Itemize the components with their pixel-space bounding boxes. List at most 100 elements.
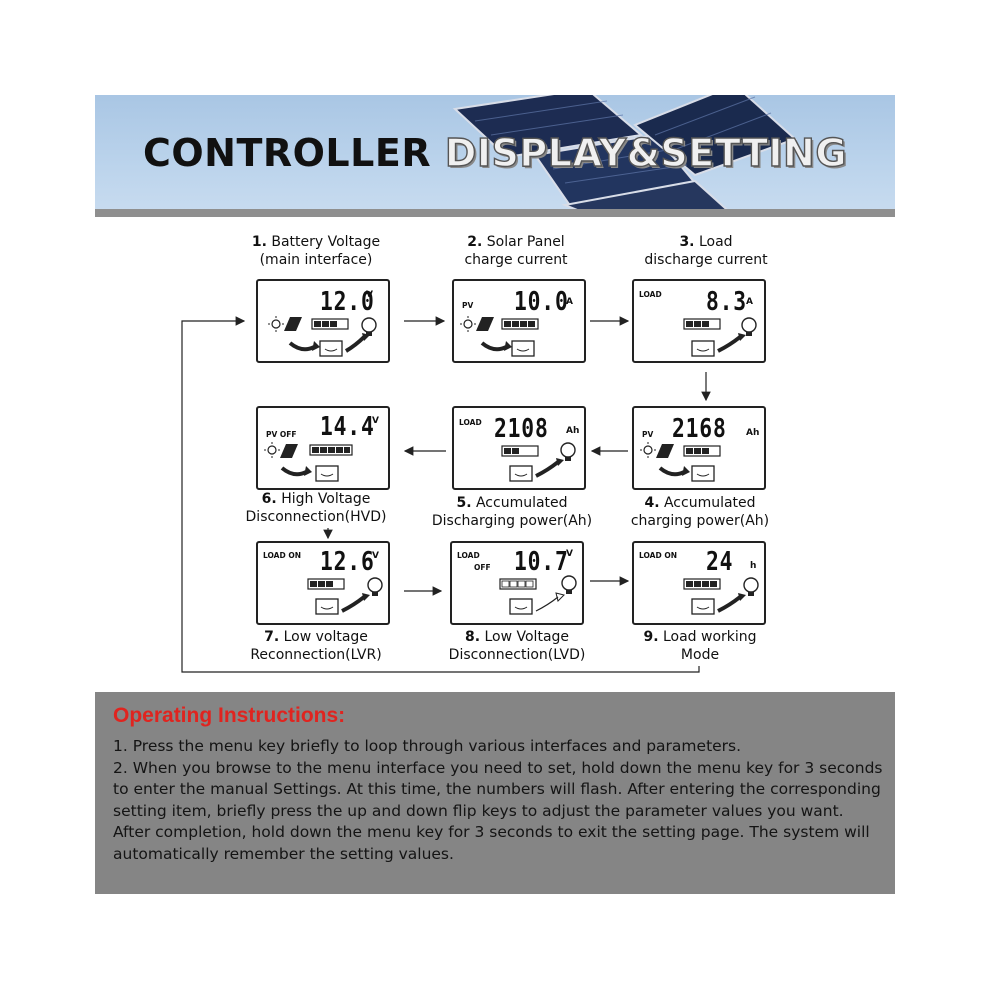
lcd-icons (307, 577, 383, 615)
charge-arrow-icon (658, 466, 690, 477)
screen-2-label: 2. Solar Panel charge current (436, 233, 596, 269)
screen-9-label-line2: Mode (680, 647, 720, 663)
sun-icon (640, 442, 656, 458)
sun-icon (268, 316, 284, 332)
lcd-icons (499, 575, 577, 615)
battery-level-icon (499, 578, 537, 590)
screen-9-tag: LOAD ON (639, 551, 677, 560)
screen-3-label-line2: discharge current (644, 252, 768, 268)
page-title: CONTROLLER DISPLAY&SETTING (95, 130, 895, 175)
screen-7-label: 7. Low voltage Reconnection(LVR) (236, 628, 396, 664)
battery-icon (315, 598, 339, 615)
battery-icon (691, 340, 715, 357)
screen-3-value: 8.3 (706, 287, 747, 317)
title-part-controller: CONTROLLER (142, 131, 432, 175)
screen-2-label-line1: Solar Panel (486, 234, 565, 250)
screen-4-label-line2: charging power(Ah) (630, 513, 770, 529)
discharge-arrow-icon (341, 593, 370, 613)
screen-7-label-line1: Low voltage (283, 629, 368, 645)
operating-instructions-panel: Operating Instructions: 1. Press the men… (95, 692, 895, 894)
battery-level-icon (683, 318, 721, 330)
screen-8-unit: V (566, 549, 573, 559)
lcd-icons (460, 316, 539, 357)
screen-4-tag: PV (642, 430, 654, 439)
screen-7-label-line2: Reconnection(LVR) (250, 647, 382, 663)
bulb-icon (561, 575, 577, 594)
screen-8-value: 10.7 (514, 547, 569, 577)
screen-2-value: 10.0 (514, 287, 569, 317)
screen-2-lcd: PV 10.0 A (452, 279, 586, 363)
discharge-arrow-icon (717, 593, 746, 613)
battery-level-icon (501, 445, 539, 457)
battery-level-icon (501, 318, 539, 330)
screen-1-unit: V (366, 290, 373, 300)
screen-6-lcd: PV OFF 14.4 V (256, 406, 390, 490)
screen-1-label-line2: (main interface) (259, 252, 373, 268)
screen-7-value: 12.6 (320, 547, 375, 577)
battery-icon (315, 465, 339, 482)
screen-3-unit: A (746, 297, 753, 307)
screen-8-label-line1: Low Voltage (484, 629, 570, 645)
charge-arrow-icon (288, 341, 320, 352)
screen-2-label-line2: charge current (464, 252, 568, 268)
screen-6-value: 14.4 (320, 412, 375, 442)
sun-icon (264, 442, 280, 458)
lcd-icons (683, 317, 757, 357)
instruction-step-2: 2. When you browse to the menu interface… (113, 758, 883, 863)
screen-8-tag-off: OFF (474, 563, 491, 572)
lcd-icons (683, 577, 759, 615)
screen-2-number: 2. (467, 234, 483, 250)
bulb-icon (367, 577, 383, 596)
screen-9-value: 24 (706, 547, 734, 577)
screen-6-tag: PV OFF (266, 430, 297, 439)
discharge-arrow-icon (717, 333, 746, 353)
screen-5-label-line2: Discharging power(Ah) (431, 513, 593, 529)
screen-4-lcd: PV 2168 Ah (632, 406, 766, 490)
instruction-step-1: 1. Press the menu key briefly to loop th… (113, 737, 742, 755)
screen-7-number: 7. (264, 629, 280, 645)
screen-1-value: 12.0 (320, 287, 375, 317)
screen-2-unit: A (566, 297, 573, 307)
screen-8-tag: LOAD (457, 551, 480, 560)
screen-5-value: 2108 (494, 414, 549, 444)
screen-9-unit: h (750, 561, 757, 571)
header-banner: CONTROLLER DISPLAY&SETTING (95, 95, 895, 217)
battery-icon (511, 340, 535, 357)
battery-level-icon (309, 444, 353, 456)
battery-icon (509, 465, 533, 482)
lcd-icons (640, 442, 721, 482)
screen-8-label-line2: Disconnection(LVD) (448, 647, 586, 663)
screen-2-tag: PV (462, 301, 474, 310)
lcd-icons (501, 442, 576, 482)
battery-level-icon (307, 578, 345, 590)
screen-7-lcd: LOAD ON 12.6 V (256, 541, 390, 625)
screen-6-label-line2: Disconnection(HVD) (245, 509, 387, 525)
battery-level-icon (683, 445, 721, 457)
screen-5-number: 5. (456, 495, 472, 511)
screen-6-unit: V (372, 416, 379, 426)
battery-icon (691, 465, 715, 482)
charge-arrow-icon (480, 341, 512, 352)
solar-panel-icon (476, 317, 494, 331)
solar-panel-icon (656, 444, 674, 458)
screen-1-lcd: 12.0 V (256, 279, 390, 363)
screen-9-number: 9. (643, 629, 659, 645)
solar-panel-illustration (452, 95, 797, 217)
bulb-icon (741, 317, 757, 336)
solar-panel-icon (280, 444, 298, 458)
screen-7-unit: V (372, 551, 379, 561)
screen-4-label: 4. Accumulated charging power(Ah) (612, 494, 788, 530)
battery-icon (691, 598, 715, 615)
screen-6-number: 6. (261, 491, 277, 507)
discharge-arrow-icon (535, 458, 564, 478)
bulb-icon (743, 577, 759, 596)
screen-3-label: 3. Load discharge current (626, 233, 786, 269)
battery-level-icon (683, 578, 721, 590)
screen-7-tag: LOAD ON (263, 551, 301, 560)
discharge-arrow-outline-icon (535, 592, 565, 612)
screen-1-label-line1: Battery Voltage (271, 234, 381, 250)
screen-9-lcd: LOAD ON 24 h (632, 541, 766, 625)
screen-6-label-line1: High Voltage (281, 491, 371, 507)
screen-8-label: 8. Low Voltage Disconnection(LVD) (434, 628, 600, 664)
